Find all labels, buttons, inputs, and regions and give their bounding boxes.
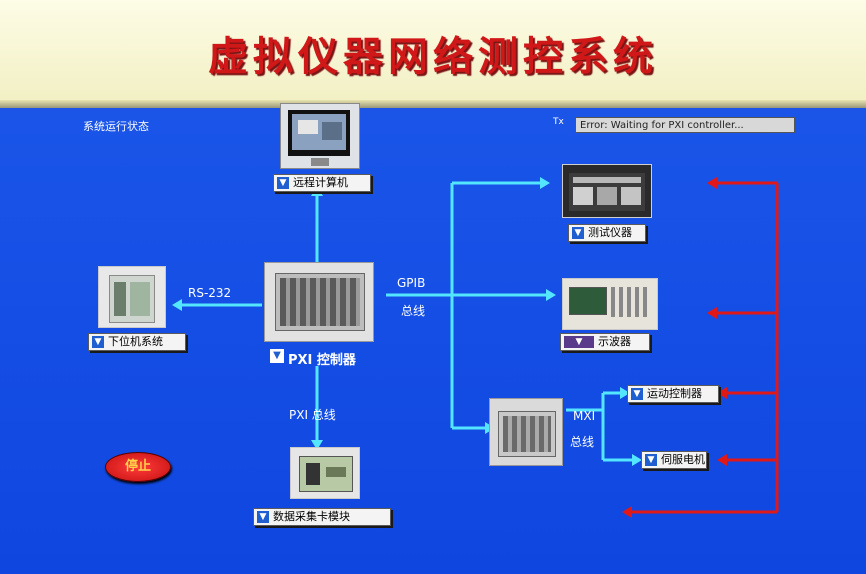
rs232-label: RS-232 <box>188 286 232 300</box>
tx-indicator: Tx <box>553 117 564 127</box>
remote-computer-label: ▼远程计算机 <box>273 174 371 192</box>
oscilloscope-label: ▼示波器 <box>560 333 650 351</box>
mxi-label-line2: 总线 <box>570 435 595 449</box>
gpib-label-line2: 总线 <box>401 304 426 318</box>
labview-logo-icon: ▼ <box>645 454 657 466</box>
daq-module-image[interactable] <box>290 447 360 499</box>
pxi-chassis-icon <box>275 273 365 331</box>
labview-logo-icon: ▼ <box>631 388 643 400</box>
pxi-bus-label: PXI 总线 <box>289 408 336 422</box>
daq-module-label: ▼数据采集卡模块 <box>253 508 391 526</box>
motion-controller-label: ▼运动控制器 <box>627 385 719 403</box>
labview-logo-icon: ▼ <box>277 177 289 189</box>
pxi-controller-label: ▼PXI 控制器 <box>270 349 356 368</box>
stop-button[interactable]: 停止 <box>105 452 171 482</box>
instrument-rack-label: ▼测试仪器 <box>568 224 646 242</box>
labview-logo-icon: ▼ <box>564 336 594 348</box>
system-status-label: 系统运行状态 <box>83 120 149 133</box>
daq-board-icon <box>299 456 353 492</box>
expansion-chassis-image[interactable] <box>489 398 563 466</box>
plc-system-label: ▼下位机系统 <box>88 333 186 351</box>
monitor-screen-icon <box>288 110 350 156</box>
labview-logo-icon: ▼ <box>270 349 284 363</box>
scope-screen-icon <box>569 287 607 315</box>
oscilloscope-image[interactable] <box>562 278 658 330</box>
labview-logo-icon: ▼ <box>572 227 584 239</box>
pxi-controller-image[interactable] <box>264 262 374 342</box>
title-divider <box>0 100 866 108</box>
chassis-front-icon <box>498 411 556 457</box>
plc-system-image[interactable] <box>98 266 166 328</box>
labview-logo-icon: ▼ <box>92 336 104 348</box>
gpib-label-line1: GPIB <box>397 276 426 290</box>
plc-unit-icon <box>109 275 155 323</box>
labview-logo-icon: ▼ <box>257 511 269 523</box>
mxi-label-line1: MXI <box>573 409 596 423</box>
remote-computer-image[interactable] <box>280 103 360 169</box>
rack-panel-icon <box>569 173 645 211</box>
servo-motor-label: ▼伺服电机 <box>641 451 707 469</box>
page-title: 虚拟仪器网络测控系统 <box>208 33 658 80</box>
title-bar: 虚拟仪器网络测控系统 <box>0 0 866 100</box>
status-message-field: Error: Waiting for PXI controller... <box>575 117 795 133</box>
instrument-rack-image[interactable] <box>562 164 652 218</box>
